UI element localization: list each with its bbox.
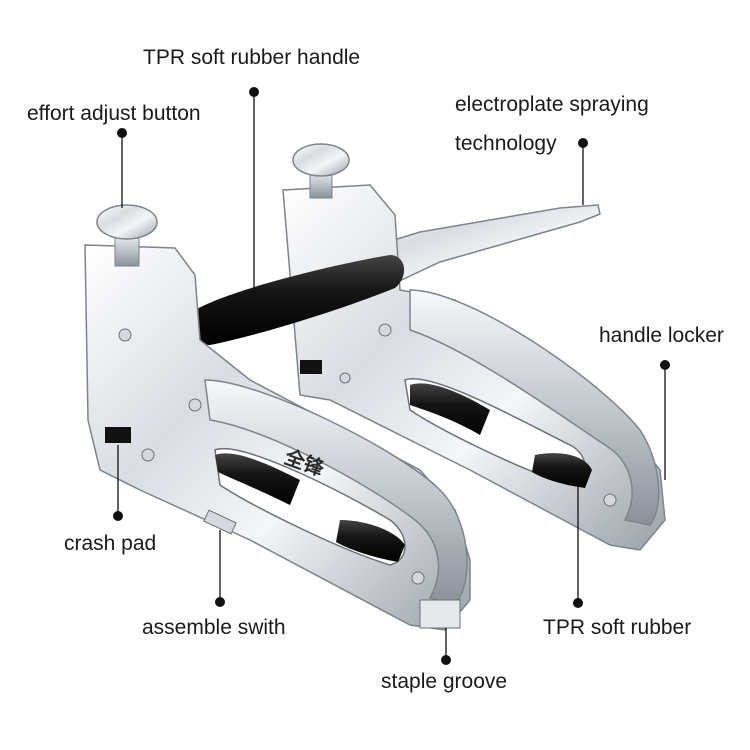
front-knob-cap	[96, 204, 158, 240]
label-handle-locker: handle locker	[599, 324, 724, 347]
tpr-rubber-handle	[190, 255, 405, 345]
front-rivet	[411, 571, 425, 585]
front-rivet	[141, 448, 155, 462]
back-stapler	[190, 143, 666, 551]
front-rubber-grip-upper	[215, 453, 300, 505]
label-staple-groove: staple groove	[381, 670, 508, 693]
label-electroplate-spraying: electroplate spraying	[455, 93, 649, 116]
back-rubber-grip-lower	[532, 453, 592, 488]
front-rivet	[188, 398, 202, 412]
leader-dot	[573, 598, 583, 608]
label-assemble-switch: assemble swith	[142, 616, 286, 639]
leader-dot	[441, 655, 451, 665]
front-rubber-grip-lower	[336, 520, 405, 562]
leader-dot	[249, 87, 259, 97]
crash-pad	[105, 427, 131, 443]
leader-dot	[578, 138, 588, 148]
leader-dot	[660, 360, 670, 370]
leader-dot	[113, 511, 123, 521]
label-effort-adjust-button: effort adjust button	[27, 102, 201, 125]
back-handle-loop	[409, 289, 660, 526]
back-rivet	[339, 372, 351, 384]
leader-dot	[215, 597, 225, 607]
front-stapler: 全锋	[84, 204, 471, 631]
assemble-switch	[203, 509, 237, 535]
back-rivet	[603, 493, 617, 507]
back-knob-cap	[292, 143, 350, 177]
staple-groove	[419, 599, 461, 629]
front-rivet	[118, 328, 132, 342]
back-rivet	[378, 323, 392, 337]
label-crash-pad: crash pad	[64, 532, 157, 555]
label-tpr-soft-rubber-handle: TPR soft rubber handle	[143, 46, 361, 69]
label-tpr-soft-rubber: TPR soft rubber	[543, 616, 692, 639]
leader-lines	[113, 87, 670, 665]
label-electroplate-technology: technology	[455, 132, 557, 155]
back-rubber-grip-upper	[410, 383, 490, 435]
back-crash-pad	[300, 360, 322, 374]
leader-dot	[117, 128, 127, 138]
